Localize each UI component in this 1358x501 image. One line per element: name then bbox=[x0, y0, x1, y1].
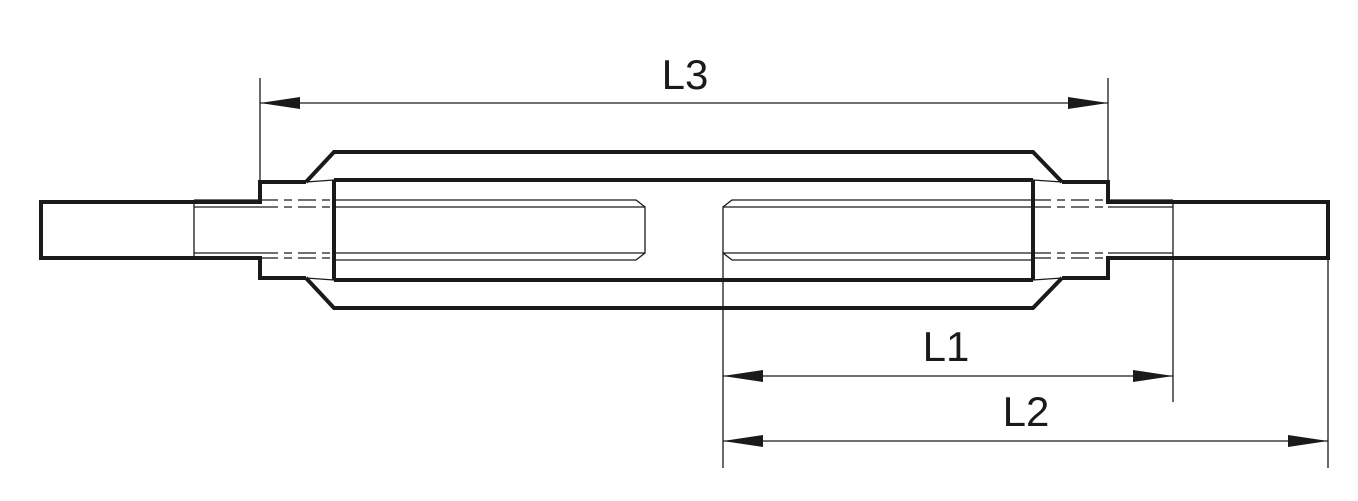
dimension-l2: L2 bbox=[723, 258, 1329, 468]
dimension-l1: L1 bbox=[722, 253, 1174, 468]
dimension-label-l1: L1 bbox=[923, 323, 970, 370]
left-rod bbox=[39, 180, 334, 280]
dimension-label-l2: L2 bbox=[1003, 388, 1050, 435]
turnbuckle-body bbox=[304, 150, 1064, 310]
dimension-l3: L3 bbox=[259, 51, 1109, 182]
dimension-label-l3: L3 bbox=[662, 51, 709, 98]
right-rod bbox=[1033, 180, 1330, 280]
